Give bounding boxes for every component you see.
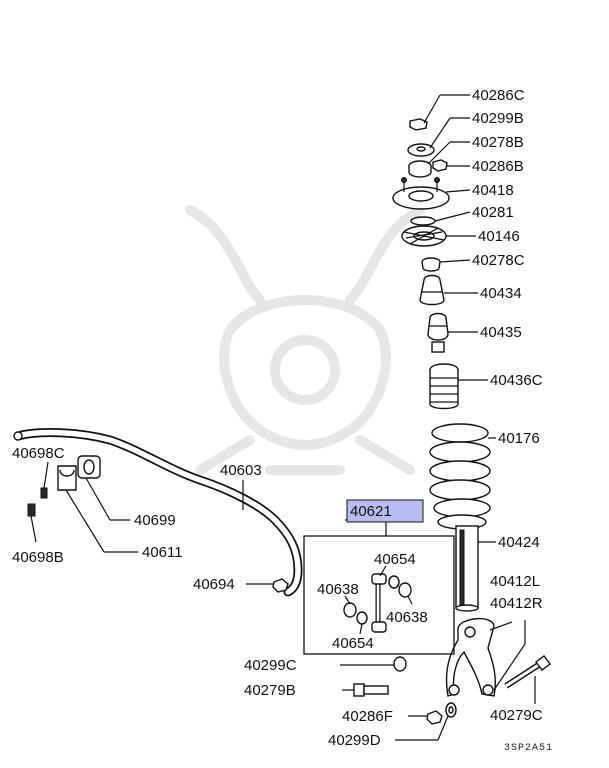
label-40279C[interactable]: 40279C: [490, 707, 543, 724]
leader-lines: [30, 94, 536, 741]
part-40176-coil-spring[interactable]: [429, 423, 491, 530]
part-40436C-dust-boot[interactable]: [429, 363, 459, 410]
label-40176[interactable]: 40176: [498, 430, 540, 447]
label-40278C[interactable]: 40278C: [472, 252, 525, 269]
part-40281-bearing[interactable]: [410, 216, 436, 226]
part-40299C-washer[interactable]: [393, 656, 407, 672]
part-40278B-bushing[interactable]: [408, 160, 432, 178]
label-40698B[interactable]: 40698B: [12, 549, 64, 566]
part-40434-bump-stop[interactable]: [419, 274, 445, 306]
part-40279C-bolt[interactable]: [504, 655, 551, 689]
highlight-box: [346, 499, 424, 523]
label-40699[interactable]: 40699: [134, 512, 176, 529]
part-40418-mount-plate[interactable]: [392, 177, 450, 210]
label-40436C[interactable]: 40436C: [490, 372, 543, 389]
label-40146[interactable]: 40146: [478, 228, 520, 245]
part-40698B-bolt[interactable]: [27, 503, 36, 517]
label-40286B[interactable]: 40286B: [472, 158, 524, 175]
part-40698C-bolt[interactable]: [40, 487, 48, 499]
part-40286C-nut[interactable]: [409, 118, 428, 131]
label-40278B[interactable]: 40278B: [472, 134, 524, 151]
label-40654-upper[interactable]: 40654: [374, 551, 416, 568]
part-40299D-washer[interactable]: [445, 702, 457, 718]
label-40279B[interactable]: 40279B: [244, 682, 296, 699]
part-40638-washer-lower[interactable]: [343, 602, 357, 618]
part-40694-nut[interactable]: [272, 578, 289, 593]
label-40434[interactable]: 40434: [480, 285, 522, 302]
label-40286F[interactable]: 40286F: [342, 708, 393, 725]
label-40286C[interactable]: 40286C: [472, 87, 525, 104]
label-40621[interactable]: 40621: [350, 503, 392, 520]
label-40603[interactable]: 40603: [220, 462, 262, 479]
label-40698C[interactable]: 40698C: [12, 445, 65, 462]
part-40699-bushing[interactable]: [77, 455, 101, 479]
label-40412R[interactable]: 40412R: [490, 595, 543, 612]
label-40638-right[interactable]: 40638: [386, 609, 428, 626]
watermark-logo: [185, 205, 425, 475]
part-40286B-nut[interactable]: [432, 159, 448, 172]
part-40654-bushing-lower[interactable]: [356, 611, 368, 625]
label-40435[interactable]: 40435: [480, 324, 522, 341]
stabilizer-link-kit-box: [303, 522, 455, 655]
label-40299D[interactable]: 40299D: [328, 732, 381, 749]
label-40418[interactable]: 40418: [472, 182, 514, 199]
label-40694[interactable]: 40694: [193, 576, 235, 593]
part-40638-washer-upper[interactable]: [398, 582, 412, 598]
part-40424-strut-body[interactable]: [455, 525, 479, 612]
diagram-code: 3SP2A51: [504, 743, 553, 754]
part-40621-stabilizer-link[interactable]: [371, 573, 387, 633]
part-40435-bump-rubber[interactable]: [427, 312, 449, 353]
label-40638-left[interactable]: 40638: [317, 581, 359, 598]
part-40286F-nut[interactable]: [426, 710, 443, 725]
label-40299B[interactable]: 40299B: [472, 110, 524, 127]
part-40611-bracket[interactable]: [57, 465, 77, 491]
label-40281[interactable]: 40281: [472, 204, 514, 221]
part-40279B-bolt[interactable]: [353, 683, 389, 697]
part-40654-bushing-upper[interactable]: [388, 575, 400, 589]
label-40424[interactable]: 40424: [498, 534, 540, 551]
part-40299B-washer[interactable]: [407, 143, 435, 157]
label-40299C[interactable]: 40299C: [244, 657, 297, 674]
label-40611[interactable]: 40611: [142, 544, 183, 561]
part-40603-stabilizer-bar[interactable]: [13, 428, 303, 597]
part-40146-spring-seat[interactable]: [401, 225, 447, 247]
part-40278C-bushing[interactable]: [421, 257, 441, 272]
label-40654-lower[interactable]: 40654: [332, 635, 374, 652]
part-40412-steering-knuckle[interactable]: [445, 618, 497, 697]
label-40412L[interactable]: 40412L: [490, 573, 540, 590]
